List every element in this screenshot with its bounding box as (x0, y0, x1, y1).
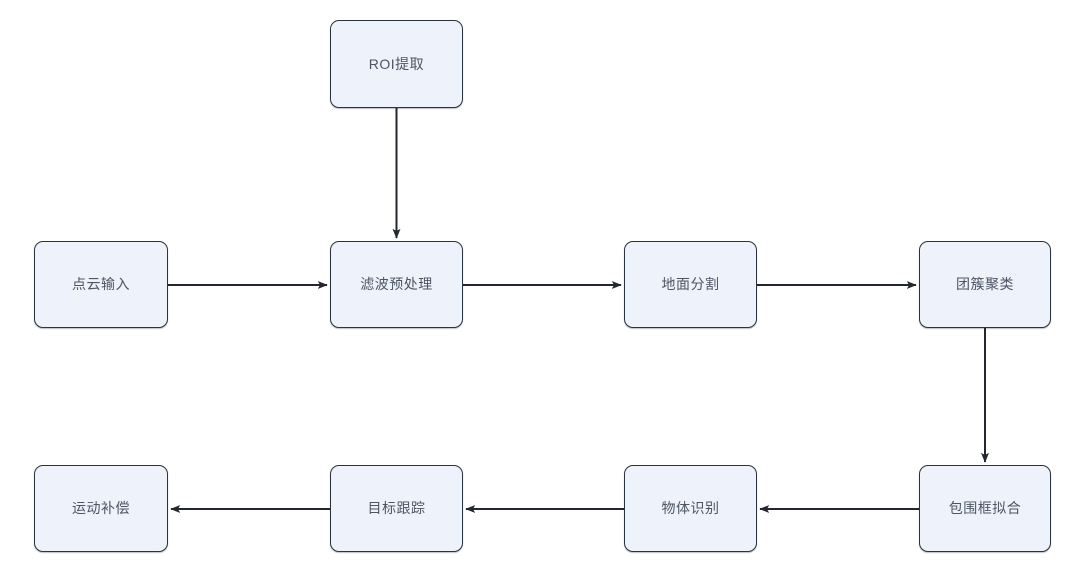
node-bounding-box-fitting[interactable]: 包围框拟合 (919, 465, 1051, 552)
node-label: 点云输入 (72, 276, 130, 293)
node-motion-compensation[interactable]: 运动补偿 (34, 465, 168, 552)
node-filter-preprocessing[interactable]: 滤波预处理 (330, 241, 463, 328)
node-label: 目标跟踪 (367, 500, 426, 517)
node-label: ROI提取 (368, 55, 425, 72)
node-target-tracking[interactable]: 目标跟踪 (330, 465, 463, 552)
node-label: 物体识别 (661, 500, 720, 517)
node-label: 团簇聚类 (956, 276, 1014, 293)
node-object-recognition[interactable]: 物体识别 (624, 465, 757, 552)
node-label: 滤波预处理 (360, 276, 433, 293)
node-point-cloud-input[interactable]: 点云输入 (34, 241, 168, 328)
node-roi-extraction[interactable]: ROI提取 (330, 20, 463, 108)
node-label: 地面分割 (661, 276, 720, 293)
node-label: 包围框拟合 (948, 500, 1022, 517)
node-label: 运动补偿 (72, 500, 130, 517)
node-ground-segmentation[interactable]: 地面分割 (624, 241, 757, 328)
node-cluster-clustering[interactable]: 团簇聚类 (919, 241, 1051, 328)
